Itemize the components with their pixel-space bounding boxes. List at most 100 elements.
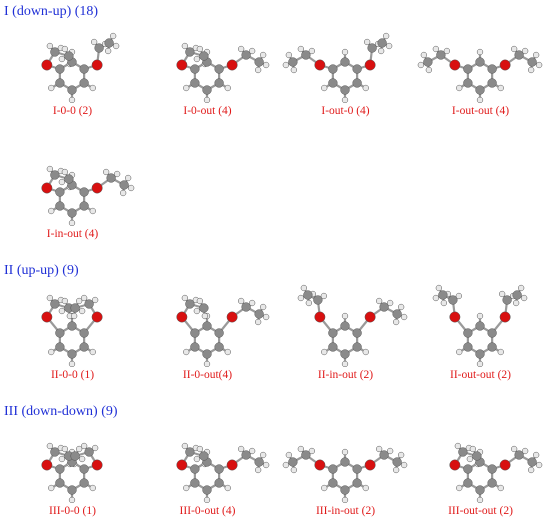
carbon-atom	[202, 85, 212, 95]
hydrogen-atom	[58, 455, 66, 463]
hydrogen-atom	[68, 496, 76, 503]
oxygen-atom	[449, 459, 461, 471]
carbon-atom	[55, 478, 65, 488]
hydrogen-atom	[290, 66, 298, 74]
molecule-diagram	[282, 445, 408, 503]
hydrogen-atom	[91, 444, 99, 452]
hydrogen-atom	[510, 45, 518, 53]
hydrogen-atom	[61, 168, 69, 176]
hydrogen-atom	[193, 55, 201, 63]
hydrogen-atom	[476, 496, 484, 503]
carbon-atom	[64, 174, 74, 184]
carbon-atom	[340, 485, 350, 495]
carbon-atom	[214, 78, 224, 88]
oxygen-atom	[41, 311, 53, 323]
carbon-atom	[502, 295, 512, 305]
hydrogen-atom	[102, 168, 110, 176]
hydrogen-atom	[476, 360, 484, 367]
oxygen-atom	[91, 59, 103, 71]
hydrogen-atom	[527, 66, 535, 74]
carbon-atom	[475, 321, 485, 331]
hydrogen-atom	[341, 360, 349, 367]
carbon-atom	[79, 201, 89, 211]
carbon-atom	[84, 299, 94, 309]
hydrogen-atom	[61, 445, 69, 453]
carbon-atom	[55, 342, 65, 352]
hydrogen-atom	[58, 307, 66, 315]
hydrogen-atom	[68, 219, 76, 226]
conformer-label: II-in-out (2)	[317, 369, 374, 381]
hydrogen-atom	[535, 461, 543, 469]
carbon-atom	[190, 78, 200, 88]
carbon-atom	[55, 64, 65, 74]
carbon-atom	[340, 57, 350, 67]
carbon-atom	[288, 57, 298, 67]
hydrogen-atom	[237, 297, 245, 305]
carbon-atom	[392, 457, 402, 467]
hydrogen-atom	[476, 96, 484, 103]
hydrogen-atom	[48, 207, 55, 215]
oxygen-atom	[226, 311, 238, 323]
hydrogen-atom	[193, 455, 201, 463]
carbon-atom	[106, 173, 116, 183]
carbon-atom	[527, 57, 537, 67]
section-title-1: I (down-up) (18)	[4, 4, 99, 19]
hydrogen-atom	[385, 42, 393, 50]
hydrogen-atom	[456, 348, 463, 356]
carbon-atom	[463, 478, 473, 488]
carbon-atom	[352, 328, 362, 338]
hydrogen-atom	[254, 66, 262, 74]
carbon-atom	[64, 51, 74, 61]
carbon-atom	[214, 328, 224, 338]
hydrogen-atom	[498, 290, 506, 298]
hydrogen-atom	[476, 48, 484, 56]
carbon-atom	[352, 64, 362, 74]
oxygen-atom	[449, 311, 461, 323]
molecule-diagram	[41, 442, 103, 503]
hydrogen-atom	[377, 47, 385, 55]
conformer-label: I-out-out (4)	[451, 105, 510, 117]
hydrogen-atom	[321, 484, 328, 492]
hydrogen-atom	[254, 466, 262, 474]
hydrogen-atom	[341, 312, 349, 320]
oxygen-atom	[314, 59, 326, 71]
hydrogen-atom	[497, 84, 504, 92]
carbon-atom	[84, 447, 94, 457]
hydrogen-atom	[392, 466, 400, 474]
molecule-diagram	[417, 45, 543, 103]
hydrogen-atom	[68, 360, 76, 367]
oxygen-atom	[364, 59, 376, 71]
hydrogen-atom	[262, 61, 270, 69]
hydrogen-atom	[224, 348, 231, 356]
hydrogen-atom	[80, 294, 88, 302]
conformer-panel: II-out-out (2)	[413, 282, 548, 381]
carbon-atom	[79, 342, 89, 352]
hydrogen-atom	[455, 292, 463, 300]
hydrogen-atom	[440, 299, 448, 307]
hydrogen-atom	[282, 61, 290, 69]
section-title-3: III (down-down) (9)	[4, 404, 118, 419]
oxygen-atom	[176, 311, 188, 323]
carbon-atom	[328, 328, 338, 338]
hydrogen-atom	[386, 299, 394, 307]
conformer-label: III-out-out (2)	[448, 505, 513, 517]
carbon-atom	[214, 464, 224, 474]
carbon-atom	[475, 57, 485, 67]
hydrogen-atom	[397, 451, 405, 459]
hydrogen-atom	[300, 284, 308, 292]
conformer-panel: I-out-0 (4)	[278, 18, 413, 117]
carbon-atom	[55, 328, 65, 338]
hydrogen-atom	[89, 84, 96, 92]
carbon-atom	[301, 50, 311, 60]
oxygen-atom	[41, 459, 53, 471]
carbon-atom	[254, 57, 264, 67]
conformer-label: I-out-0 (4)	[321, 105, 370, 117]
carbon-atom	[79, 78, 89, 88]
oxygen-atom	[499, 459, 511, 471]
oxygen-atom	[226, 59, 238, 71]
carbon-atom	[50, 299, 60, 309]
carbon-atom	[241, 450, 251, 460]
carbon-atom	[328, 64, 338, 74]
conformer-panel: III-in-out (2)	[278, 418, 413, 517]
hydrogen-atom	[196, 445, 204, 453]
